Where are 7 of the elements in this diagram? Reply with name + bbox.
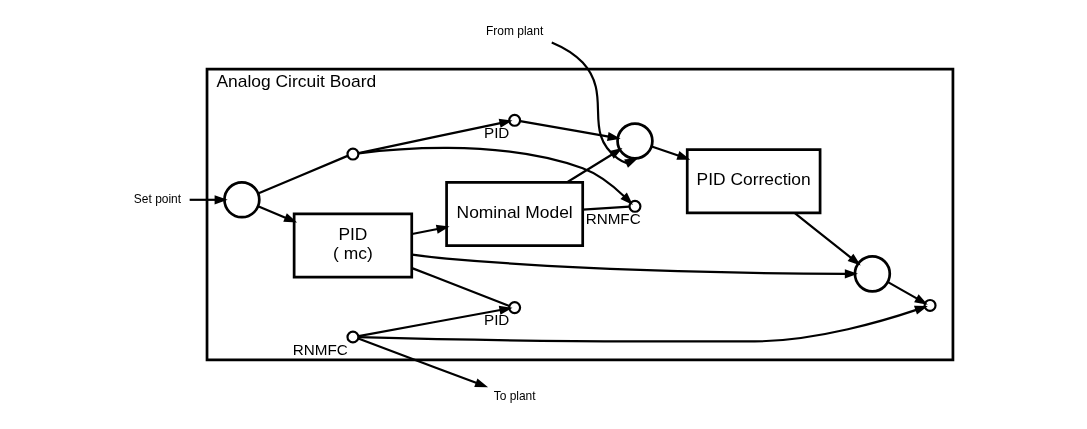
- node-label: PID: [483, 311, 510, 329]
- node-label: RNMFC: [585, 209, 641, 227]
- node-label: PID: [483, 123, 510, 141]
- node-text: To plant: [493, 388, 536, 403]
- node-text: Set point: [133, 191, 182, 206]
- node-label: RNMFC: [292, 340, 348, 358]
- node-text: From plant: [486, 24, 544, 39]
